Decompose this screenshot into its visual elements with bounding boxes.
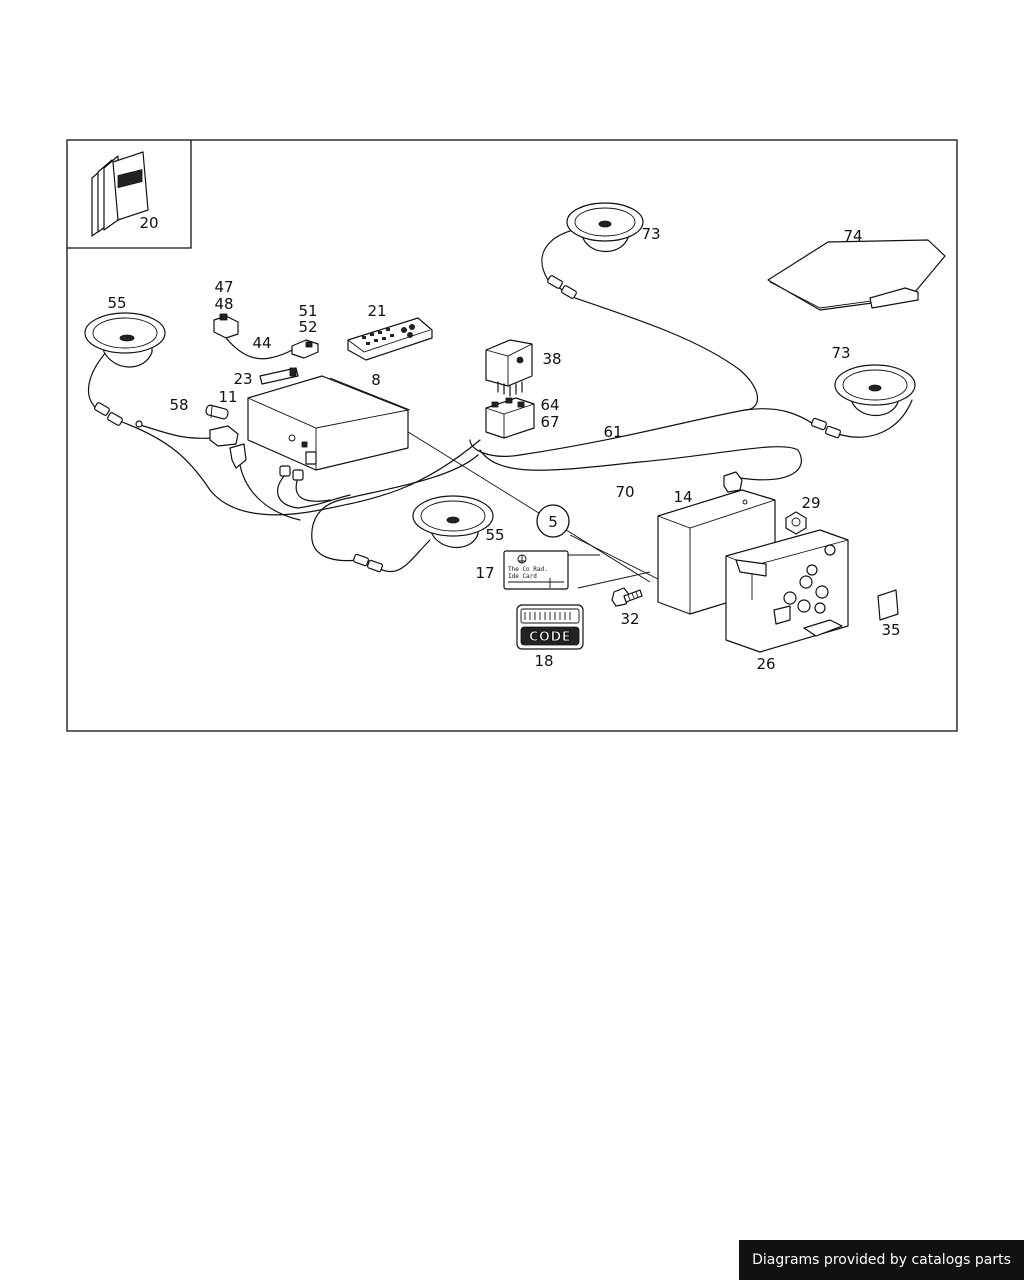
callout-73-top: 73 <box>641 225 660 243</box>
code-sticker-18-icon: CODE <box>516 604 584 650</box>
diagram-frame <box>66 139 958 732</box>
callout-52: 52 <box>298 318 317 336</box>
callout-51: 51 <box>298 302 317 320</box>
radio-unit-8-icon <box>247 375 411 471</box>
grommet-29-icon <box>785 511 807 535</box>
callout-14: 14 <box>673 488 692 506</box>
plug-51-52-icon <box>291 339 319 359</box>
diagrams-credit-footer[interactable]: Diagrams provided by catalogs parts <box>739 1240 1024 1280</box>
callout-55-center: 55 <box>485 526 504 544</box>
callout-32: 32 <box>620 610 639 628</box>
wiring-harness <box>87 227 913 589</box>
connector-block-38-icon <box>485 339 533 397</box>
callout-11: 11 <box>218 388 237 406</box>
callout-55-left: 55 <box>107 294 126 312</box>
remote-control-21-icon <box>347 317 433 361</box>
connector-64-67-icon <box>485 397 535 439</box>
fuse-11-icon <box>205 404 229 420</box>
callout-64: 64 <box>540 396 559 414</box>
callout-47: 47 <box>214 278 233 296</box>
callout-8: 8 <box>371 371 381 389</box>
antenna-plugs-icon <box>279 465 304 481</box>
svg-text:CODE: CODE <box>529 630 571 645</box>
callout-17: 17 <box>475 564 494 582</box>
strip-23-icon <box>259 367 299 385</box>
callout-21: 21 <box>367 302 386 320</box>
callout-38: 38 <box>542 350 561 368</box>
callout-23: 23 <box>233 370 252 388</box>
plug-near-14-icon <box>723 471 743 493</box>
callout-5-circle <box>536 504 570 538</box>
callout-67: 67 <box>540 413 559 431</box>
callout-48: 48 <box>214 295 233 313</box>
bolt-32-icon <box>611 587 643 607</box>
callout-26: 26 <box>756 655 775 673</box>
speaker-73-right-icon <box>811 364 916 439</box>
callout-18: 18 <box>534 652 553 670</box>
callout-29: 29 <box>801 494 820 512</box>
svg-text:The Co Rad.: The Co Rad. <box>508 566 548 573</box>
connector-47-48-icon <box>213 313 239 339</box>
callout-35: 35 <box>881 621 900 639</box>
manual-booklet-icon <box>91 151 149 237</box>
svg-text:Ide Card: Ide Card <box>508 573 537 580</box>
callout-20: 20 <box>139 214 158 232</box>
radio-card-17-icon: The Co Rad. Ide Card <box>503 550 569 590</box>
cover-panel-74-icon <box>767 239 946 311</box>
lead-58-icon <box>135 420 247 469</box>
pad-35-icon <box>877 589 899 621</box>
callout-44: 44 <box>252 334 271 352</box>
inset-frame <box>67 140 192 249</box>
speaker-55-center-icon <box>353 495 494 573</box>
callout-74: 74 <box>843 227 862 245</box>
callout-61: 61 <box>603 423 622 441</box>
speaker-55-left-icon <box>84 312 166 426</box>
callout-73-right: 73 <box>831 344 850 362</box>
callout-70: 70 <box>615 483 634 501</box>
mounting-bracket-26-icon <box>725 529 849 653</box>
callout-58: 58 <box>169 396 188 414</box>
callout-5: 5 <box>548 513 558 531</box>
speaker-73-top-icon <box>547 202 644 299</box>
